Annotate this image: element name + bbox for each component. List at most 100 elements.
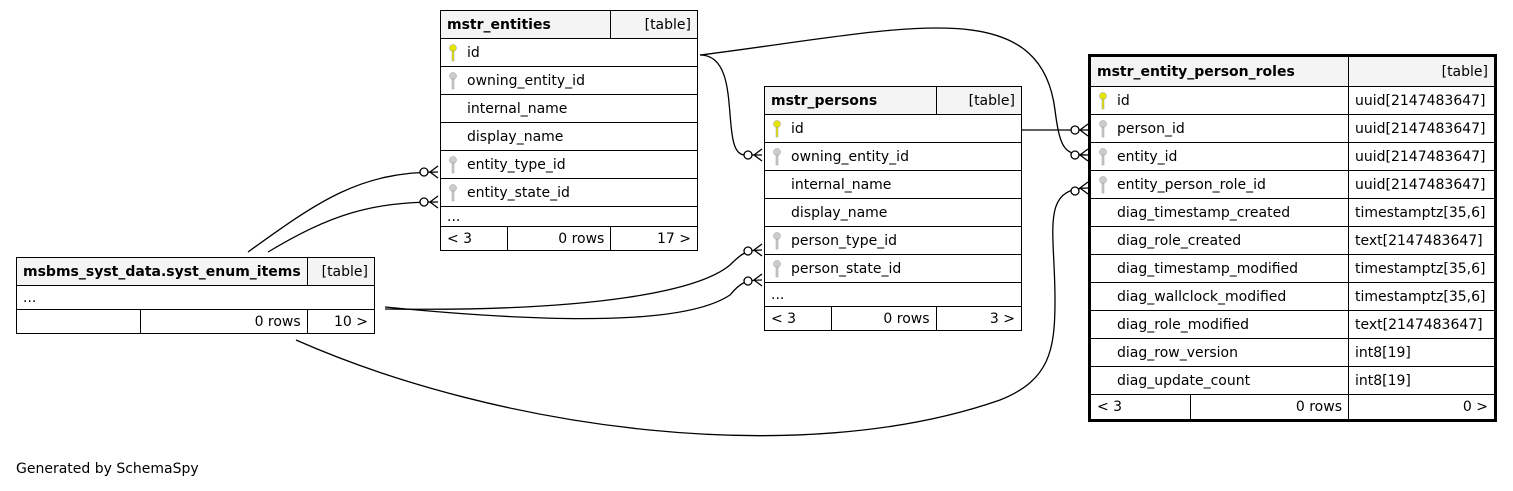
foreign-key-icon: [773, 148, 781, 166]
column-name: entity_id: [1117, 148, 1178, 165]
column-type: int8[19]: [1348, 366, 1495, 395]
optional-marker: [743, 246, 753, 256]
table-mstr-persons[interactable]: mstr_persons [table] id owning_entity_id…: [763, 86, 1023, 331]
column-name: owning_entity_id: [791, 148, 909, 165]
edge-entities-to-roles-entity: [699, 27, 1089, 156]
table-kind: [table]: [935, 86, 1023, 115]
column-row[interactable]: entity_person_role_id: [1090, 170, 1349, 199]
optional-marker: [1070, 150, 1080, 160]
foreign-key-icon: [449, 184, 457, 202]
column-row[interactable]: id: [1090, 86, 1349, 115]
column-row[interactable]: id: [440, 38, 698, 67]
foreign-key-icon: [1099, 176, 1107, 194]
column-name: person_state_id: [791, 260, 902, 277]
column-row[interactable]: diag_wallclock_modified: [1090, 282, 1349, 311]
column-row[interactable]: diag_role_created: [1090, 226, 1349, 255]
column-type: timestamptz[35,6]: [1348, 198, 1495, 227]
column-name: diag_timestamp_created: [1117, 204, 1291, 221]
generated-by-footer: Generated by SchemaSpy: [16, 461, 199, 477]
column-row[interactable]: diag_role_modified: [1090, 310, 1349, 339]
column-name: entity_type_id: [467, 156, 566, 173]
table-title: msbms_syst_data.syst_enum_items: [16, 257, 308, 286]
column-type: text[2147483647]: [1348, 310, 1495, 339]
parents-count[interactable]: < 3: [1090, 394, 1191, 420]
more-columns[interactable]: ...: [440, 206, 698, 227]
row-count: 0 rows: [140, 309, 308, 334]
column-type: uuid[2147483647]: [1348, 86, 1495, 115]
column-type: uuid[2147483647]: [1348, 142, 1495, 171]
foreign-key-icon: [449, 72, 457, 90]
column-name: diag_role_modified: [1117, 316, 1250, 333]
foreign-key-icon: [773, 260, 781, 278]
column-row[interactable]: owning_entity_id: [764, 142, 1022, 171]
more-columns[interactable]: ...: [764, 282, 1022, 307]
edge-entities-to-persons-owning: [699, 54, 762, 156]
children-count[interactable]: 0 >: [1348, 394, 1495, 420]
column-row[interactable]: owning_entity_id: [440, 66, 698, 95]
column-type: timestamptz[35,6]: [1348, 254, 1495, 283]
parents-count: [16, 309, 141, 334]
table-kind: [table]: [1348, 56, 1495, 87]
optional-marker: [1070, 186, 1080, 196]
children-count[interactable]: 10 >: [306, 309, 376, 334]
children-count[interactable]: 3 >: [935, 306, 1023, 331]
column-name: internal_name: [791, 176, 892, 193]
crowfoot-marker: [752, 148, 763, 162]
column-name: internal_name: [467, 100, 568, 117]
column-type: timestamptz[35,6]: [1348, 282, 1495, 311]
column-row[interactable]: entity_type_id: [440, 150, 698, 179]
column-row[interactable]: internal_name: [764, 170, 1022, 199]
table-title: mstr_persons: [764, 86, 937, 115]
primary-key-icon: [773, 120, 781, 138]
column-name: id: [467, 44, 480, 61]
column-row[interactable]: diag_update_count: [1090, 366, 1349, 395]
column-row[interactable]: internal_name: [440, 94, 698, 123]
column-row[interactable]: id: [764, 114, 1022, 143]
column-name: diag_row_version: [1117, 344, 1238, 361]
primary-key-icon: [1099, 92, 1107, 110]
column-name: id: [791, 120, 804, 137]
column-row[interactable]: display_name: [440, 122, 698, 151]
column-row[interactable]: entity_id: [1090, 142, 1349, 171]
crowfoot-marker: [1078, 123, 1089, 137]
table-mstr-entities[interactable]: mstr_entities [table] id owning_entity_i…: [439, 10, 698, 251]
column-name: display_name: [791, 204, 888, 221]
column-row[interactable]: person_id: [1090, 114, 1349, 143]
row-count: 0 rows: [1190, 394, 1349, 420]
row-count: 0 rows: [506, 226, 612, 251]
column-type: int8[19]: [1348, 338, 1495, 367]
column-name: entity_person_role_id: [1117, 176, 1266, 193]
column-row[interactable]: diag_timestamp_modified: [1090, 254, 1349, 283]
column-name: person_id: [1117, 120, 1185, 137]
column-row[interactable]: entity_state_id: [440, 178, 698, 207]
parents-count[interactable]: < 3: [440, 226, 508, 251]
table-mstr-entity-person-roles[interactable]: mstr_entity_person_roles [table] id uuid…: [1088, 54, 1497, 422]
table-title: mstr_entities: [439, 10, 612, 39]
column-name: person_type_id: [791, 232, 898, 249]
table-kind: [table]: [610, 10, 698, 39]
column-row[interactable]: person_type_id: [764, 226, 1022, 255]
table-syst-enum-items[interactable]: msbms_syst_data.syst_enum_items [table] …: [16, 257, 376, 334]
column-row[interactable]: diag_timestamp_created: [1090, 198, 1349, 227]
parents-count[interactable]: < 3: [763, 306, 833, 331]
column-row[interactable]: person_state_id: [764, 254, 1022, 283]
column-name: display_name: [467, 128, 564, 145]
children-count[interactable]: 17 >: [610, 226, 698, 251]
column-type: uuid[2147483647]: [1348, 114, 1495, 143]
column-row[interactable]: diag_row_version: [1090, 338, 1349, 367]
column-type: uuid[2147483647]: [1348, 170, 1495, 199]
crowfoot-marker: [752, 243, 763, 257]
row-count: 0 rows: [831, 306, 937, 331]
crowfoot-marker: [428, 165, 439, 179]
edge-enum-to-person-type: [384, 249, 763, 310]
edge-enum-to-entity-type: [247, 171, 439, 253]
foreign-key-icon: [449, 156, 457, 174]
edge-enum-to-roles-role: [295, 187, 1089, 437]
column-type: text[2147483647]: [1348, 226, 1495, 255]
more-columns[interactable]: ...: [16, 285, 375, 310]
foreign-key-icon: [1099, 148, 1107, 166]
table-kind: [table]: [306, 257, 376, 286]
optional-marker: [419, 167, 429, 177]
column-row[interactable]: display_name: [764, 198, 1022, 227]
